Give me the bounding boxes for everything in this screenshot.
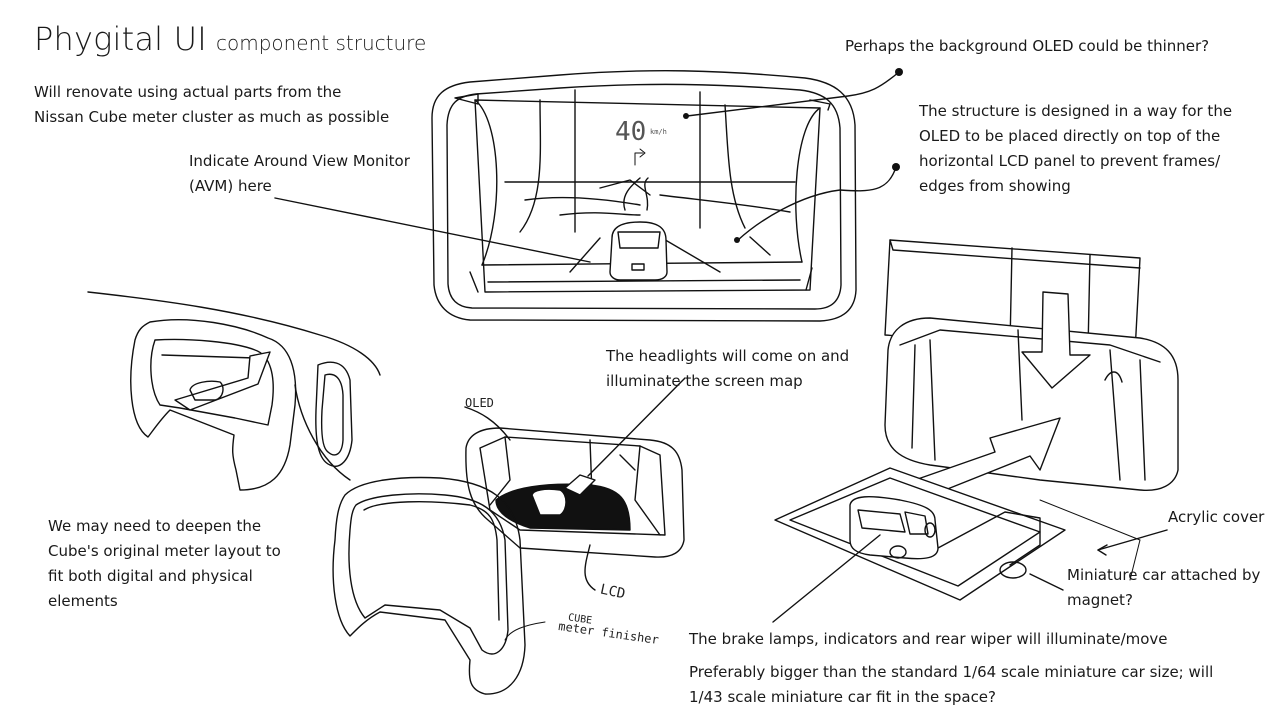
title-sub: component structure	[215, 31, 427, 55]
page-title: Phygital UI component structure	[34, 20, 426, 58]
structure-note-line: OLED to be placed directly on top of the	[919, 127, 1221, 145]
magnet-note: Miniature car attached by magnet?	[1067, 563, 1260, 613]
pointer-line	[1097, 529, 1168, 551]
magnet-note-line: magnet?	[1067, 591, 1133, 609]
structure-note-line: edges from showing	[919, 177, 1071, 195]
pointer-line	[686, 71, 900, 117]
brake-note: The brake lamps, indicators and rear wip…	[689, 630, 1168, 648]
dashboard-sketch	[87, 291, 381, 491]
exploded-structure-sketch	[772, 239, 1179, 623]
pointer-line	[772, 534, 881, 623]
renovate-note-line: Will renovate using actual parts from th…	[34, 83, 342, 101]
pointer-line	[274, 197, 591, 263]
headlights-note: The headlights will come on and illumina…	[606, 344, 849, 394]
oled-handwritten-label: OLED	[465, 396, 494, 410]
headlights-note-line: illuminate the screen map	[606, 372, 803, 390]
structure-note: The structure is designed in a way for t…	[919, 99, 1232, 199]
avm-note-line: Indicate Around View Monitor	[189, 152, 410, 170]
speed-unit: km/h	[650, 128, 667, 136]
avm-note: Indicate Around View Monitor (AVM) here	[189, 149, 410, 199]
title-main: Phygital UI	[34, 20, 207, 58]
scale-note-line: Preferably bigger than the standard 1/64…	[689, 663, 1214, 681]
scale-note: Preferably bigger than the standard 1/64…	[689, 660, 1213, 710]
avm-note-line: (AVM) here	[189, 177, 272, 195]
magnet-note-line: Miniature car attached by	[1067, 566, 1261, 584]
deepen-note-line: Cube's original meter layout to	[48, 542, 281, 560]
deepen-note: We may need to deepen the Cube's origina…	[48, 514, 281, 614]
structure-note-line: horizontal LCD panel to prevent frames/	[919, 152, 1221, 170]
middle-cluster-sketch	[464, 377, 686, 591]
structure-note-line: The structure is designed in a way for t…	[919, 102, 1233, 120]
deepen-note-line: elements	[48, 592, 118, 610]
pointer-dot	[734, 237, 740, 243]
main-cluster-sketch: 40 km/h	[431, 70, 857, 322]
oled-thinner-note: Perhaps the background OLED could be thi…	[845, 37, 1210, 55]
deepen-note-line: We may need to deepen the	[48, 517, 262, 535]
speed-value: 40	[615, 117, 646, 147]
headlights-note-line: The headlights will come on and	[606, 347, 850, 365]
pointer-line	[587, 377, 686, 477]
meter-finisher-sketch	[332, 476, 546, 695]
acrylic-cover-label: Acrylic cover	[1168, 508, 1265, 526]
renovate-note-line: Nissan Cube meter cluster as much as pos…	[34, 108, 390, 126]
pointer-line	[1029, 573, 1064, 591]
renovate-note: Will renovate using actual parts from th…	[34, 80, 389, 130]
scale-note-line: 1/43 scale miniature car fit in the spac…	[689, 688, 997, 706]
deepen-note-line: fit both digital and physical	[48, 567, 253, 585]
pointer-dot	[683, 113, 689, 119]
